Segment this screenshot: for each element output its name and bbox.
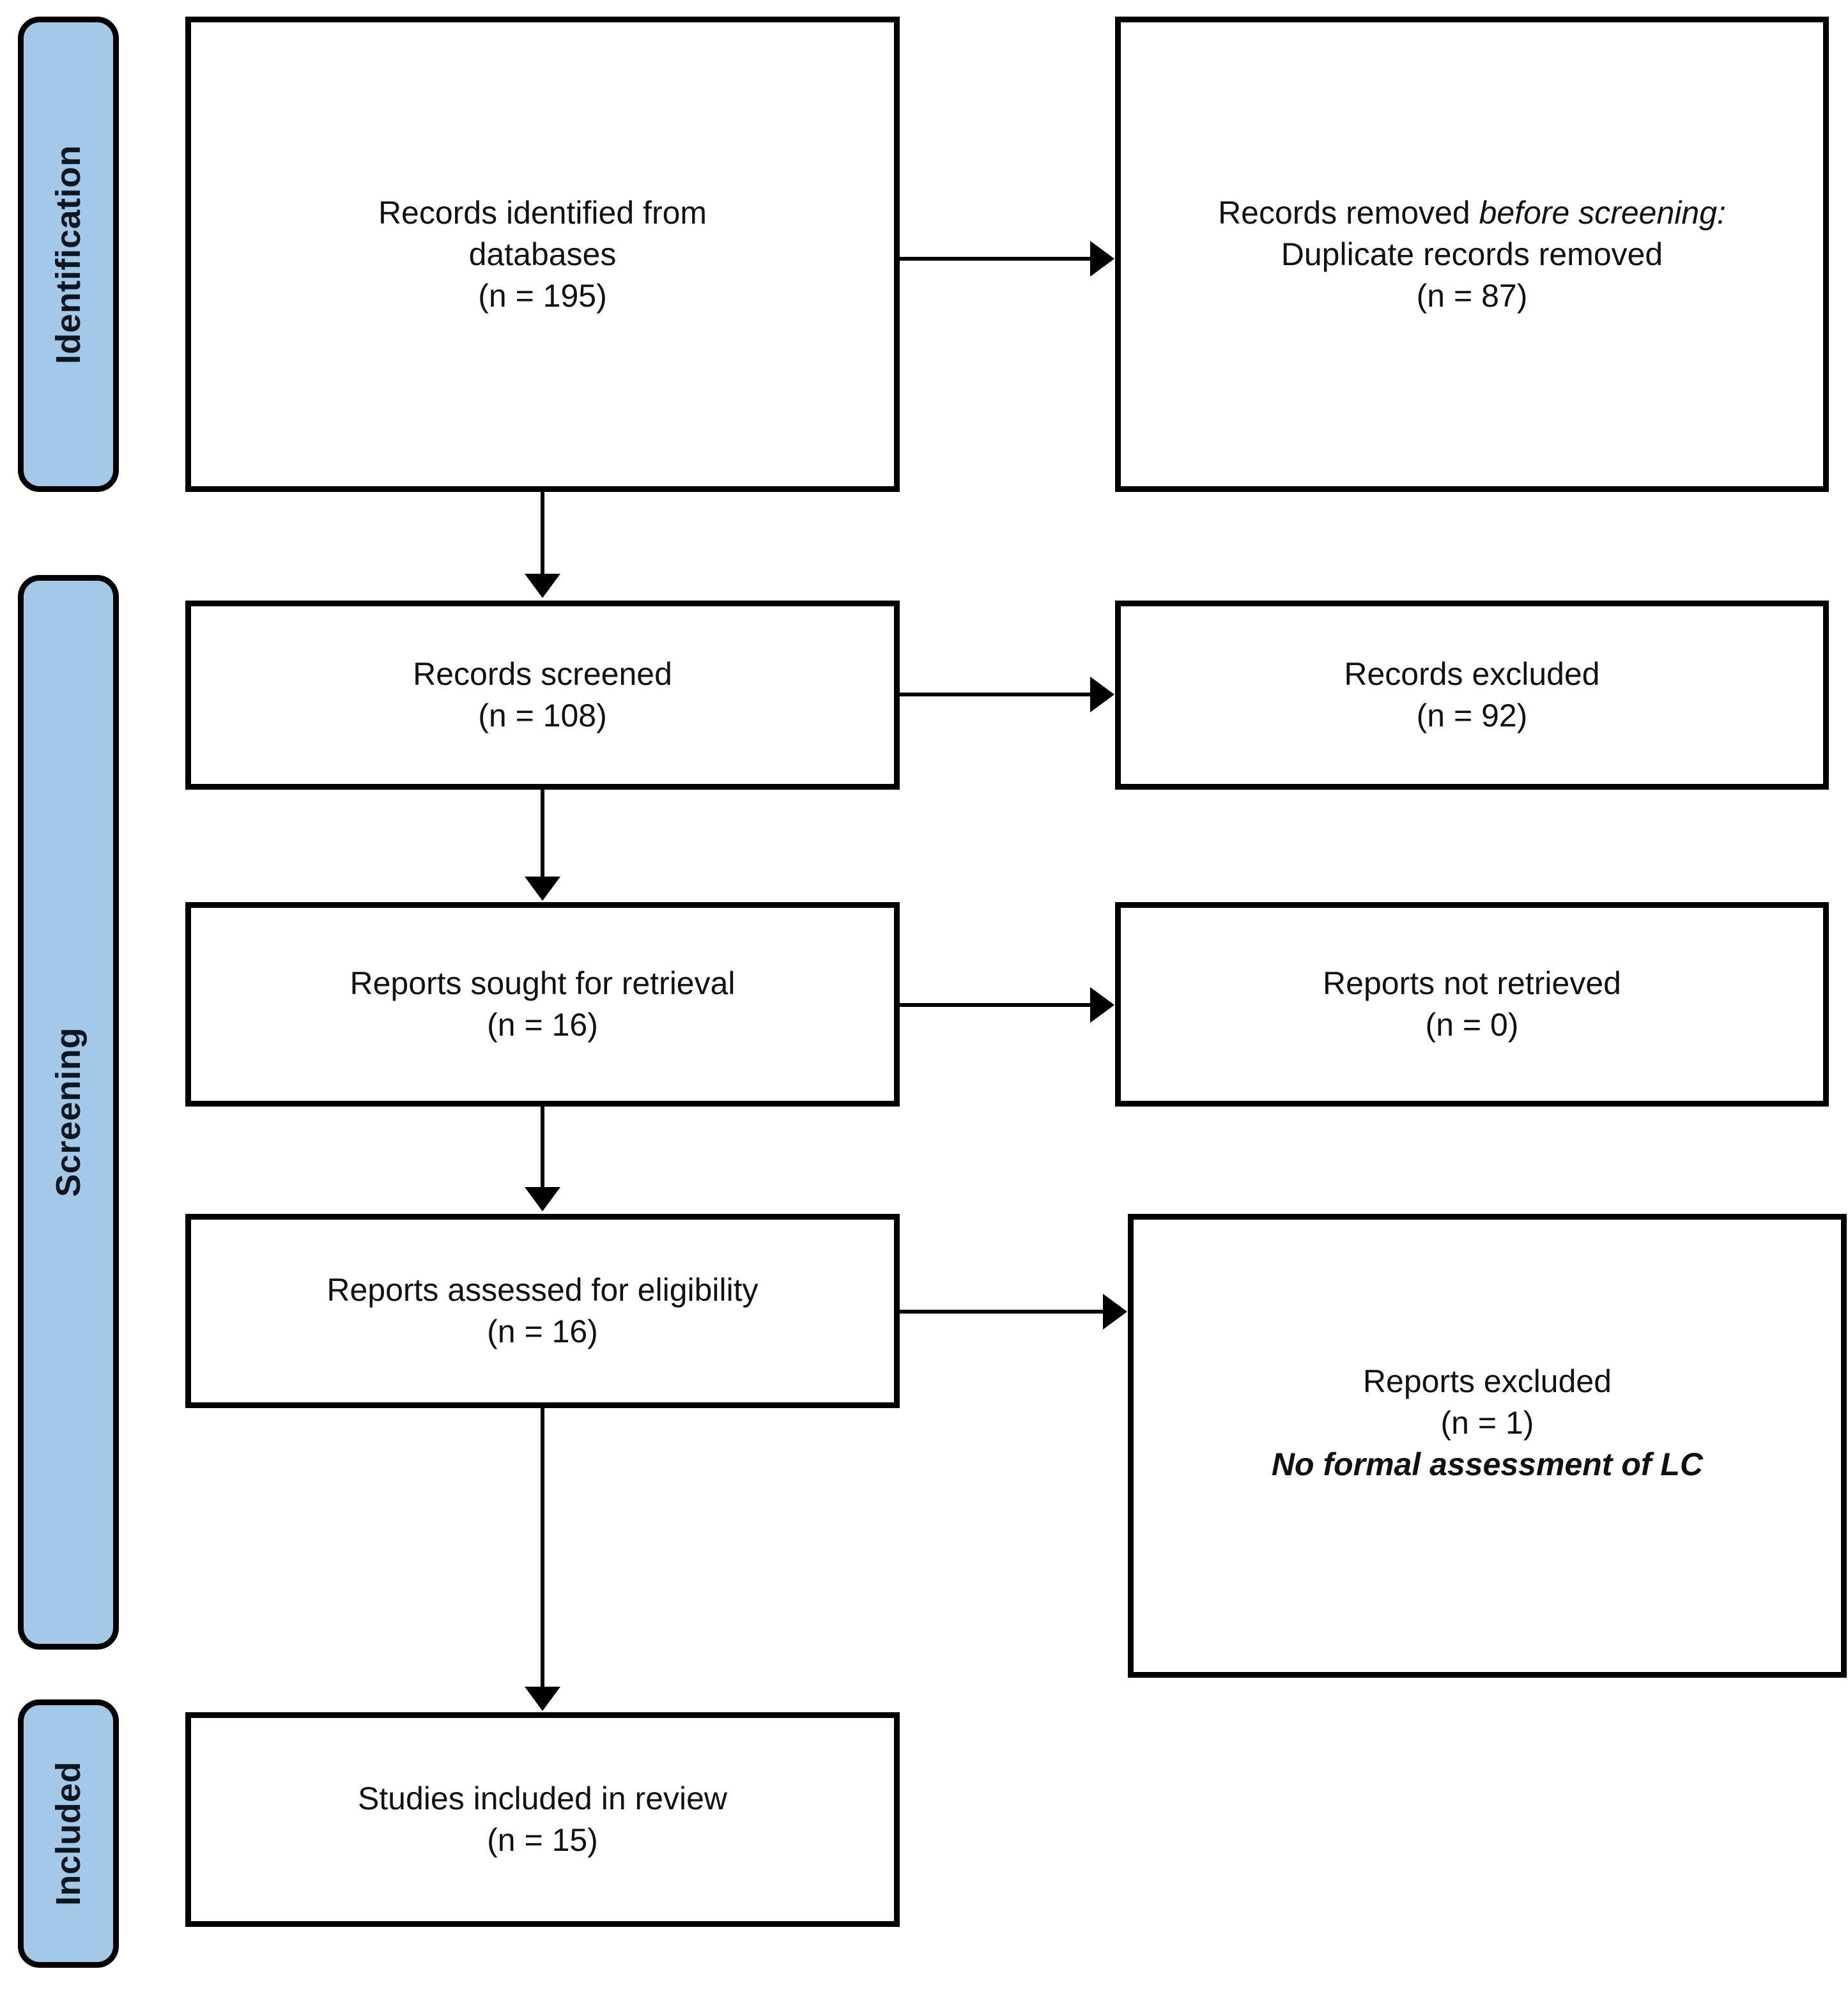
records-removed-emphasis: before screening xyxy=(1479,194,1718,231)
records-removed-count: (n = 87) xyxy=(1416,277,1528,314)
records-removed-lead: Records removed xyxy=(1218,194,1479,231)
connector-identified-to-removed-line xyxy=(900,257,1091,261)
phase-pill-included: Included xyxy=(18,1699,119,1968)
connector-identified-to-removed-arrowhead-icon xyxy=(1090,241,1114,277)
connector-sought-to-assessed-arrowhead-icon xyxy=(525,1187,560,1211)
node-records-excluded-text: Records excluded (n = 92) xyxy=(1344,656,1600,733)
connector-identified-to-screened-line xyxy=(541,492,544,576)
phase-label-identification: Identification xyxy=(49,144,88,364)
connector-identified-to-screened-arrowhead-icon xyxy=(525,574,560,598)
connector-screened-to-records-excluded-line xyxy=(900,693,1091,696)
connector-screened-to-sought-line xyxy=(541,790,544,879)
node-records-screened: Records screened (n = 108) xyxy=(185,601,900,790)
node-records-removed: Records removed before screening: Duplic… xyxy=(1115,17,1829,492)
node-reports-not-retrieved-text: Reports not retrieved (n = 0) xyxy=(1323,965,1621,1043)
node-records-screened-text: Records screened (n = 108) xyxy=(413,656,672,733)
records-removed-colon: : xyxy=(1717,194,1726,231)
reports-excluded-title: Reports excluded xyxy=(1362,1363,1612,1399)
node-reports-excluded-text: Reports excluded (n = 1) No formal asses… xyxy=(1255,1361,1720,1485)
reports-excluded-reason: No formal assessment of LC xyxy=(1271,1446,1704,1482)
reports-excluded-count: (n = 1) xyxy=(1440,1404,1534,1441)
connector-assessed-to-reports-excluded-arrowhead-icon xyxy=(1103,1294,1127,1330)
node-studies-included: Studies included in review (n = 15) xyxy=(185,1712,900,1927)
phase-pill-identification: Identification xyxy=(18,17,119,492)
node-records-identified-text: Records identified from databases (n = 1… xyxy=(378,194,707,314)
connector-assessed-to-included-line xyxy=(541,1408,544,1689)
connector-sought-to-not-retrieved-arrowhead-icon xyxy=(1090,987,1114,1023)
connector-screened-to-sought-arrowhead-icon xyxy=(525,877,560,901)
node-records-excluded: Records excluded (n = 92) xyxy=(1115,601,1829,790)
phase-label-included: Included xyxy=(49,1761,88,1906)
connector-screened-to-records-excluded-arrowhead-icon xyxy=(1090,677,1114,712)
node-reports-assessed: Reports assessed for eligibility (n = 16… xyxy=(185,1214,900,1408)
connector-sought-to-assessed-line xyxy=(541,1107,544,1190)
node-records-removed-text: Records removed before screening: Duplic… xyxy=(1201,192,1743,317)
node-reports-excluded: Reports excluded (n = 1) No formal asses… xyxy=(1128,1214,1847,1678)
node-studies-included-text: Studies included in review (n = 15) xyxy=(357,1781,728,1858)
connector-assessed-to-reports-excluded-line xyxy=(900,1310,1104,1314)
records-removed-detail: Duplicate records removed xyxy=(1281,236,1663,272)
connector-sought-to-not-retrieved-line xyxy=(900,1003,1091,1007)
node-reports-assessed-text: Reports assessed for eligibility (n = 16… xyxy=(327,1272,758,1349)
phase-pill-screening: Screening xyxy=(18,575,119,1650)
node-reports-sought-text: Reports sought for retrieval (n = 16) xyxy=(350,965,735,1043)
connector-assessed-to-included-arrowhead-icon xyxy=(525,1687,560,1711)
node-reports-not-retrieved: Reports not retrieved (n = 0) xyxy=(1115,902,1829,1107)
node-records-identified: Records identified from databases (n = 1… xyxy=(185,17,900,492)
node-reports-sought: Reports sought for retrieval (n = 16) xyxy=(185,902,900,1107)
phase-label-screening: Screening xyxy=(49,1027,88,1197)
